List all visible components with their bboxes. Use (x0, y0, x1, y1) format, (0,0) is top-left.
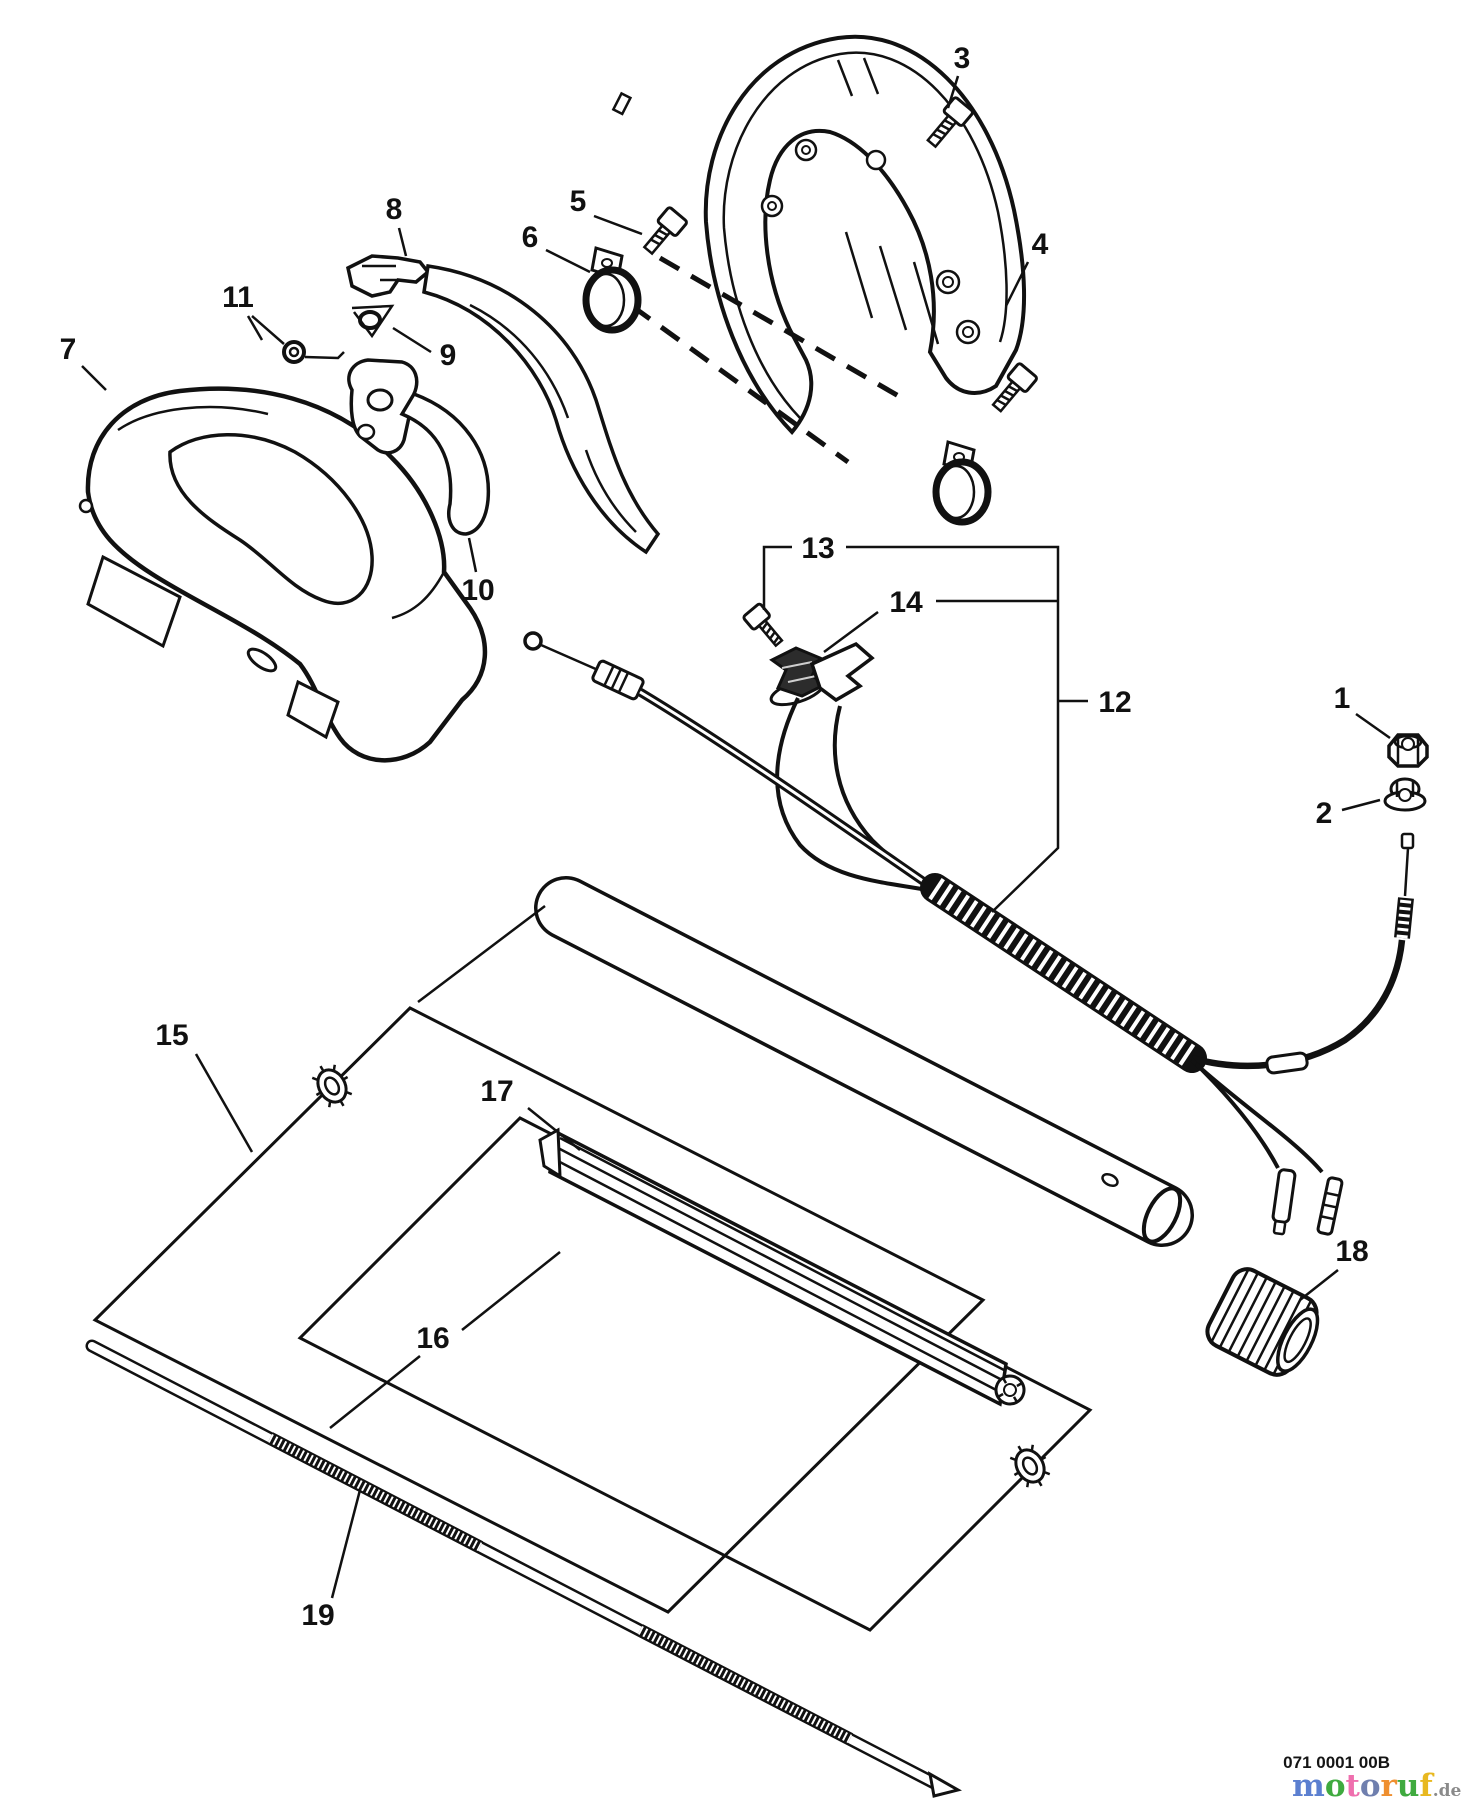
callout-14: 14 (889, 586, 923, 619)
callout-1: 1 (1334, 682, 1391, 740)
callout-2: 2 (1316, 797, 1381, 830)
assembly-dashed-lines (630, 255, 904, 465)
callout-9: 9 (392, 326, 457, 372)
throttle-trigger-part-10 (347, 358, 491, 536)
svg-text:8: 8 (386, 193, 403, 226)
svg-text:2: 2 (1316, 797, 1333, 830)
flange-nut-part-2 (1383, 777, 1427, 812)
screw-part-13 (742, 602, 784, 648)
part-code: 071 0001 00B (1283, 1753, 1390, 1772)
svg-text:14: 14 (889, 586, 923, 619)
svg-text:12: 12 (1098, 686, 1131, 719)
outer-shaft-tube (534, 876, 1194, 1247)
wire-terminal-connector (809, 641, 875, 703)
callout-3: 3 (946, 42, 971, 109)
callout-10: 10 (461, 537, 495, 607)
handle-housing-left-part-7 (78, 386, 488, 763)
svg-text:7: 7 (60, 333, 77, 366)
svg-text:9: 9 (440, 339, 457, 372)
footer: 071 0001 00B motoruf.de (1283, 1753, 1461, 1800)
callout-bracket-12-13-14 (762, 545, 1088, 913)
throttle-lockout-lever-part-8 (345, 254, 661, 555)
callout-19: 19 (301, 1489, 362, 1632)
callout-18: 18 (1299, 1235, 1369, 1301)
svg-text:6: 6 (522, 221, 539, 254)
callout-13: 13 (801, 532, 834, 565)
screw-part-5 (642, 206, 688, 256)
callout-12: 12 (1098, 686, 1131, 719)
flexible-drive-shaft-part-19 (85, 91, 962, 1798)
torsion-spring-part-11 (251, 315, 345, 364)
svg-text:5: 5 (570, 185, 587, 218)
watermark-tld: .de (1433, 1781, 1462, 1800)
star-washer-lower (1009, 1444, 1051, 1488)
coupling-sleeve-part-18 (1205, 1267, 1320, 1377)
svg-text:19: 19 (301, 1599, 334, 1632)
spring-clip-part-9 (351, 304, 395, 339)
svg-text:10: 10 (461, 574, 494, 607)
assembly-outline-part-15 (92, 905, 986, 1614)
clamp-screw-lower (991, 362, 1038, 413)
callout-6: 6 (522, 221, 591, 274)
callout-17: 17 (480, 1075, 581, 1151)
svg-text:15: 15 (155, 1019, 188, 1052)
svg-text:13: 13 (801, 532, 834, 565)
callout-15: 15 (155, 1019, 254, 1153)
callout-8: 8 (386, 193, 408, 257)
handle-housing-right-part-4 (703, 34, 1026, 435)
callout-5: 5 (570, 185, 643, 236)
svg-text:11: 11 (222, 281, 254, 314)
svg-text:17: 17 (480, 1075, 513, 1108)
throttle-cable-assembly-part-12 (523, 631, 1415, 1236)
svg-text:18: 18 (1335, 1235, 1368, 1268)
svg-text:16: 16 (416, 1322, 449, 1355)
watermark-logo: motoruf.de (1292, 1768, 1462, 1800)
liner-tube-part-16 (538, 1127, 1026, 1407)
callout-7: 7 (60, 333, 107, 391)
hex-nut-part-1 (1387, 733, 1429, 768)
cable-clamp-part-6 (582, 246, 642, 334)
cable-clamp-lower (932, 440, 992, 526)
callout-4: 4 (1004, 228, 1049, 307)
callout-16: 16 (329, 1251, 561, 1429)
svg-text:4: 4 (1032, 228, 1049, 261)
bullet-connector (1316, 1176, 1344, 1236)
svg-text:1: 1 (1334, 682, 1351, 715)
svg-text:3: 3 (954, 42, 971, 75)
callouts: 3 4 5 6 8 9 11 7 10 13 14 12 1 2 15 17 1… (60, 42, 1391, 1632)
callout-11: 11 (222, 281, 264, 341)
bullet-connector (1271, 1168, 1297, 1236)
star-washer-upper (311, 1064, 353, 1108)
